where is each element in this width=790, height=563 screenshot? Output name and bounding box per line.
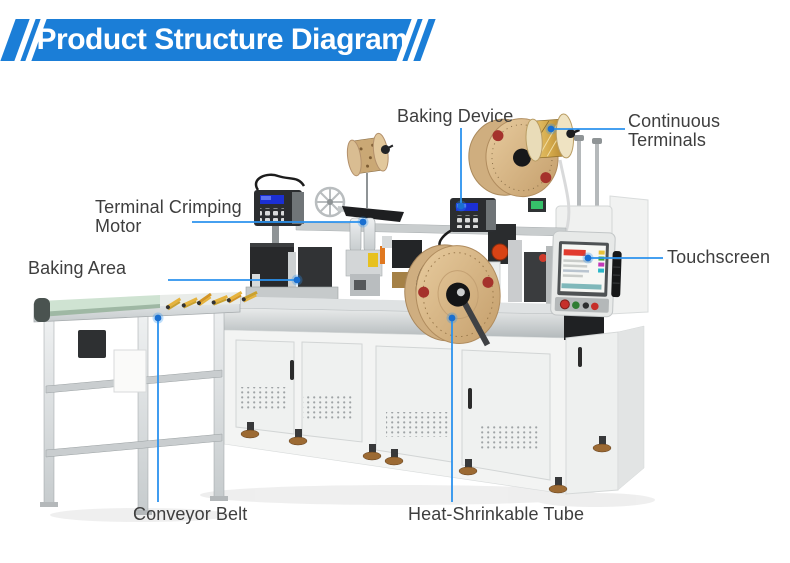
- callout-conveyor-belt: Conveyor Belt: [133, 504, 248, 524]
- console-grip: [611, 251, 622, 298]
- machine-cabinet: [223, 329, 567, 495]
- right-tower: [564, 308, 645, 495]
- callout-continuous-terminals: Continuous Terminals: [628, 111, 721, 150]
- ground-shadows: [50, 485, 655, 522]
- start-button: [572, 301, 580, 310]
- continuous-terminals-spool: [525, 113, 580, 162]
- vent-grille: [303, 395, 353, 420]
- control-box: [113, 349, 147, 393]
- emergency-stop-button: [559, 299, 570, 310]
- callout-baking-device: Baking Device: [397, 106, 514, 126]
- machine-feet: [240, 422, 612, 494]
- callout-heat-shrinkable-tube: Heat-Shrinkable Tube: [408, 504, 585, 524]
- mounting-beam: [295, 221, 567, 237]
- baking-device-box: [438, 198, 496, 251]
- crimping-motor-controller: [254, 173, 306, 250]
- door-handle: [290, 360, 294, 380]
- title-banner: Product Structure Diagram: [0, 17, 436, 63]
- leader-lines: [157, 128, 663, 502]
- vent-grille: [478, 424, 540, 451]
- baking-area-modules: [245, 243, 339, 300]
- door-handle: [468, 388, 472, 409]
- reel-support-arm: [459, 297, 491, 347]
- vent-grille: [240, 387, 286, 411]
- conveyor-assembly: [33, 290, 258, 515]
- wire-bundles: [165, 290, 258, 311]
- belt-motor: [78, 330, 106, 358]
- heat-shrink-tube-reel: [404, 244, 501, 347]
- crimping-press: [342, 206, 404, 296]
- leader-dots: [152, 123, 594, 324]
- small-wire-reel: [346, 132, 394, 177]
- page-title: Product Structure Diagram: [36, 23, 408, 56]
- callout-baking-area: Baking Area: [28, 258, 127, 278]
- green-belt: [40, 295, 160, 314]
- terminal-strip: [558, 159, 571, 233]
- touchscreen-display: [560, 244, 606, 293]
- touchscreen-console: [550, 230, 622, 318]
- callout-touchscreen: Touchscreen: [667, 247, 771, 267]
- callout-terminal-crimping-motor: Terminal Crimping Motor: [95, 197, 242, 236]
- vent-grille: [386, 412, 448, 437]
